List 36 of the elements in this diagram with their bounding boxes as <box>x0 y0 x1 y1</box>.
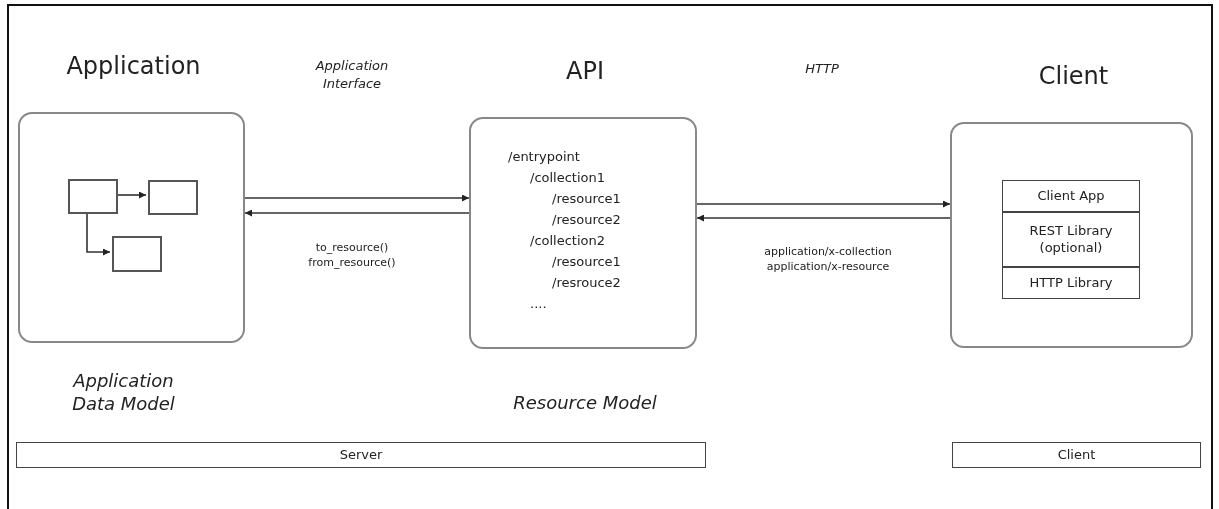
interface-label: Application Interface <box>314 57 390 93</box>
layer-box <box>1002 267 1140 299</box>
arrow <box>244 209 470 217</box>
column-heading: API <box>565 57 605 85</box>
resource-path: /resrouce2 <box>552 275 621 290</box>
arrow <box>244 194 470 202</box>
layer-box <box>1002 180 1140 212</box>
column-heading: Client <box>1037 62 1110 90</box>
resource-path: /resource1 <box>552 191 621 206</box>
resource-path: .... <box>530 296 547 311</box>
empty-box <box>112 236 162 272</box>
tier-bar <box>16 442 706 468</box>
arrow <box>696 200 951 208</box>
empty-box <box>148 180 198 215</box>
layer-label: Client App <box>1037 187 1105 205</box>
method-label: to_resource() from_resource() <box>307 241 397 271</box>
resource-path: /collection2 <box>530 233 606 248</box>
tier-label: Client <box>1057 446 1096 464</box>
resource-path: /entrypoint <box>508 149 580 164</box>
resource-path: /collection1 <box>530 170 606 185</box>
resource-path: /resource2 <box>552 212 621 227</box>
arrow <box>86 211 111 256</box>
empty-box <box>68 179 118 214</box>
media-type-label: application/x-collection application/x-resource <box>763 245 893 275</box>
tier-bar <box>952 442 1201 468</box>
tier-label: Server <box>339 446 383 464</box>
column-heading: Application <box>65 52 202 80</box>
arrow <box>115 191 147 199</box>
layer-label: HTTP Library <box>1029 274 1113 292</box>
layer-box <box>1002 212 1140 267</box>
protocol-label: HTTP <box>804 60 840 78</box>
arrow <box>696 214 951 222</box>
model-caption: Resource Model <box>512 391 658 415</box>
resource-path: /resource1 <box>552 254 621 269</box>
layer-label: REST Library (optional) <box>1028 222 1114 257</box>
model-caption: Application Data Model <box>71 369 176 416</box>
